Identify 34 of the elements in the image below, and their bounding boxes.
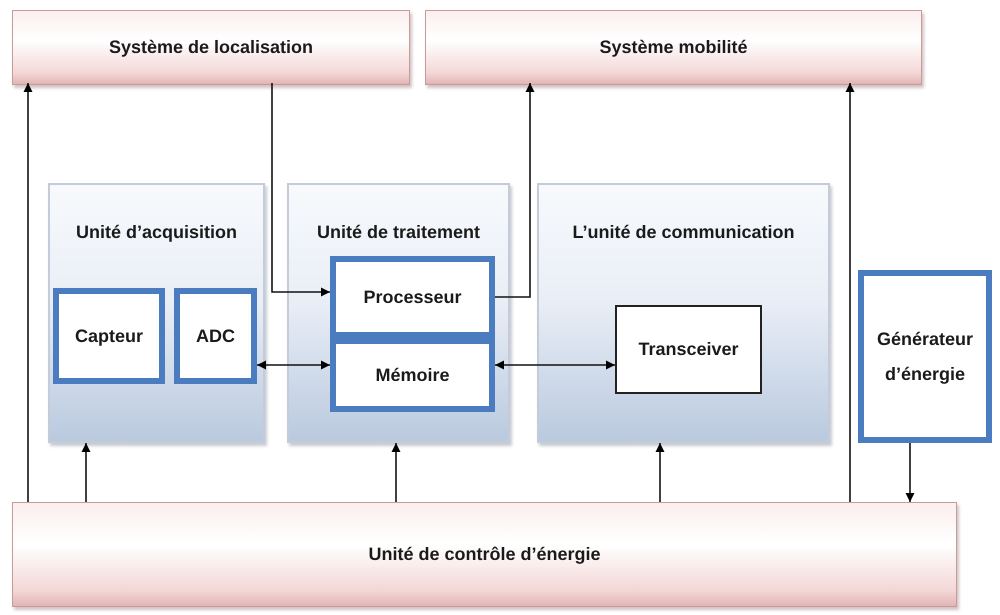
box-label: Transceiver: [637, 338, 740, 362]
box-label: Unité de contrôle d’énergie: [367, 543, 602, 566]
component-box: [174, 288, 257, 384]
box-label: Système de localisation: [108, 36, 314, 60]
arrow: [495, 83, 534, 298]
panel-heading: Unité d’acquisition: [74, 221, 238, 244]
unit-panel: [537, 183, 830, 443]
component-box: [615, 305, 762, 394]
arrow: [906, 443, 914, 502]
arrow: [392, 443, 400, 502]
arrow: [82, 443, 90, 502]
box-label: Processeur: [362, 286, 463, 309]
box-label: Système mobilité: [598, 36, 749, 60]
unit-panel: [48, 183, 265, 443]
arrow: [24, 83, 32, 502]
arrow: [846, 83, 854, 502]
component-box: [858, 270, 992, 443]
arrow: [271, 83, 330, 296]
box-label: Mémoire: [374, 364, 451, 387]
arrow: [656, 443, 664, 502]
unit-panel: [287, 183, 510, 443]
panel-heading: L’unité de communication: [571, 221, 796, 244]
system-box: [12, 502, 957, 607]
arrow: [495, 360, 615, 370]
system-box: [425, 10, 922, 85]
component-box: [53, 288, 165, 384]
component-box: [330, 256, 495, 338]
panel-heading: Unité de traitement: [316, 221, 482, 244]
box-label: Générateur d’énergie: [876, 328, 974, 386]
component-box: [330, 338, 495, 412]
arrow: [257, 360, 330, 370]
system-box: [12, 10, 410, 85]
box-label: ADC: [195, 324, 236, 348]
box-label: Capteur: [74, 324, 144, 348]
